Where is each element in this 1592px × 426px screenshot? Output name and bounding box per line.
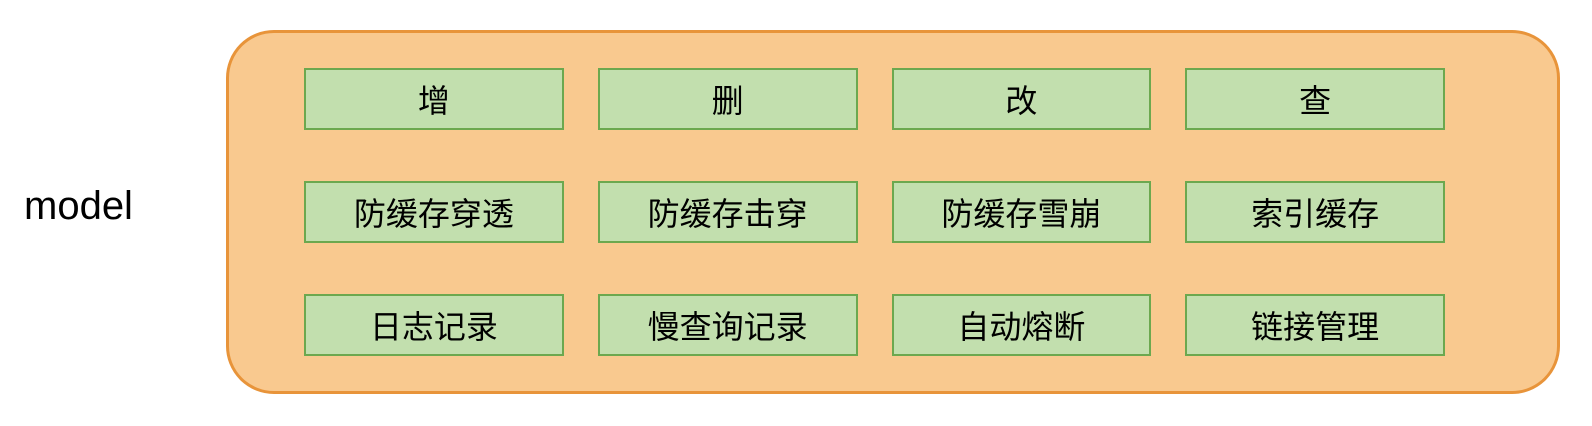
diagram-box-cache-breakdown: 防缓存击穿 xyxy=(597,180,858,243)
diagram-box-create: 增 xyxy=(304,68,564,131)
model-label: model xyxy=(24,184,133,228)
diagram-box-cache-avalanche: 防缓存雪崩 xyxy=(891,180,1152,243)
diagram-box-cache-penetration: 防缓存穿透 xyxy=(304,180,564,243)
diagram-box-auto-circuit-breaker: 自动熔断 xyxy=(891,293,1152,356)
grid-row-cache: 防缓存穿透 防缓存击穿 防缓存雪崩 索引缓存 xyxy=(304,180,1445,243)
diagram-box-update: 改 xyxy=(891,68,1152,131)
diagram-box-delete: 删 xyxy=(597,68,858,131)
grid-row-crud: 增 删 改 查 xyxy=(304,68,1445,131)
diagram-box-slow-query-log: 慢查询记录 xyxy=(597,293,858,356)
diagram-box-query: 查 xyxy=(1185,68,1445,131)
diagram-box-connection-management: 链接管理 xyxy=(1185,293,1445,356)
diagram-box-logging: 日志记录 xyxy=(304,293,564,356)
model-container: 增 删 改 查 防缓存穿透 防缓存击穿 防缓存雪崩 索引缓存 日志记录 慢查询记… xyxy=(226,30,1560,394)
grid-row-ops: 日志记录 慢查询记录 自动熔断 链接管理 xyxy=(304,293,1445,356)
diagram-box-index-cache: 索引缓存 xyxy=(1185,180,1445,243)
